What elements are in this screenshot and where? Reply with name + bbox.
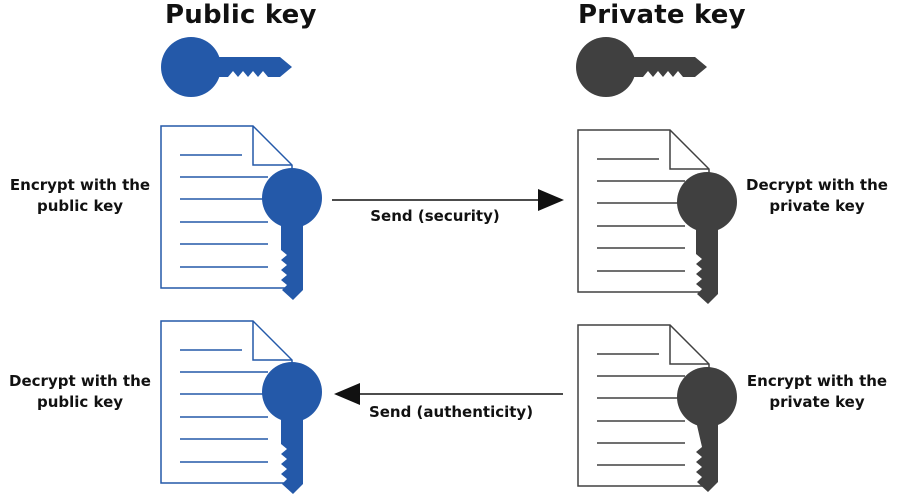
document-icon bbox=[577, 324, 737, 492]
encrypt-private-caption: Encrypt with the private key bbox=[746, 372, 888, 411]
private-key-icon bbox=[576, 37, 707, 97]
document-icon bbox=[160, 320, 322, 494]
decrypt-private-caption: Decrypt with the private key bbox=[746, 176, 888, 215]
key-icon bbox=[677, 367, 737, 492]
document-icon bbox=[577, 129, 737, 304]
encrypt-public-caption: Encrypt with the public key bbox=[9, 176, 151, 215]
arrow-right-icon bbox=[332, 189, 564, 211]
public-key-heading: Public key bbox=[165, 0, 317, 30]
arrow-left-icon bbox=[334, 383, 563, 405]
send-authenticity-label: Send (authenticity) bbox=[368, 403, 534, 421]
key-icon bbox=[262, 168, 322, 300]
key-icon bbox=[677, 172, 737, 304]
public-key-icon bbox=[161, 37, 292, 97]
document-icon bbox=[160, 125, 322, 300]
send-security-label: Send (security) bbox=[370, 207, 500, 225]
private-key-heading: Private key bbox=[578, 0, 746, 30]
key-icon bbox=[262, 362, 322, 494]
decrypt-public-caption: Decrypt with the public key bbox=[9, 372, 151, 411]
